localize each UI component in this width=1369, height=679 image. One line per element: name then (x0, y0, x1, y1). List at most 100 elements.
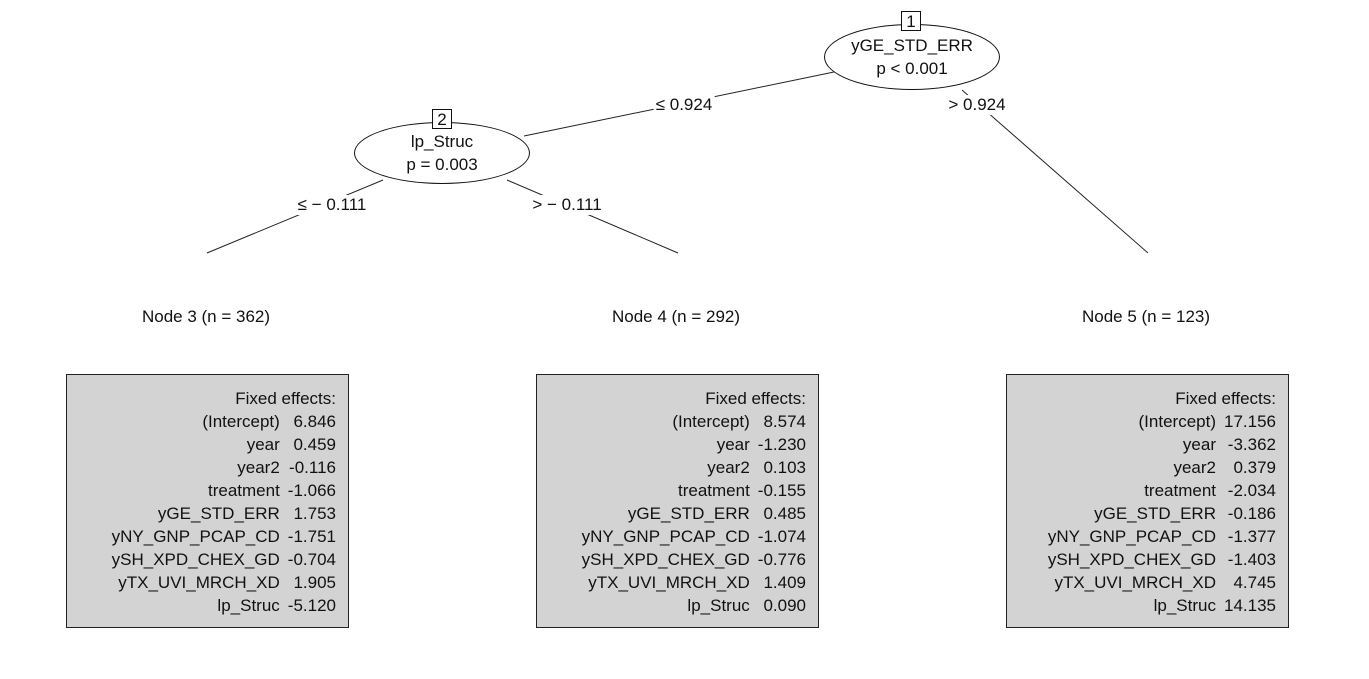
fixed-effects-table: (Intercept) 8.574 year -1.230 year2 0.103 t… (582, 410, 806, 617)
effect-value: -1.230 (757, 435, 806, 454)
split-node-1: yGE_STD_ERR p < 0.001 (824, 24, 1000, 90)
effect-value: -0.186 (1227, 504, 1276, 523)
effect-name: year (716, 435, 750, 454)
effect-value: -0.704 (287, 550, 336, 569)
effect-name: ySH_XPD_CHEX_GD (1047, 550, 1216, 569)
effect-value: -3.362 (1227, 435, 1276, 454)
effect-row: year -3.362 (1048, 433, 1276, 456)
effect-name: lp_Struc (1153, 596, 1216, 615)
effect-name: (Intercept) (672, 412, 750, 431)
effect-value: -1.377 (1227, 527, 1276, 546)
effect-value: 6.846 (293, 412, 336, 431)
effect-row: yGE_STD_ERR -0.186 (1048, 502, 1276, 525)
effect-name: yNY_GNP_PCAP_CD (111, 527, 280, 546)
effect-value: 1.753 (293, 504, 336, 523)
effect-row: lp_Struc -5.120 (112, 594, 336, 617)
effect-name: yGE_STD_ERR (157, 504, 280, 523)
effect-row: yNY_GNP_PCAP_CD -1.377 (1048, 525, 1276, 548)
effect-row: treatment -1.066 (112, 479, 336, 502)
effect-value: 0.485 (763, 504, 806, 523)
node-id-badge: 1 (901, 11, 921, 31)
effect-name: yNY_GNP_PCAP_CD (581, 527, 750, 546)
effect-value: 1.905 (293, 573, 336, 592)
terminal-node-title: Node 5 (n = 123) (1081, 307, 1211, 326)
effect-name: yGE_STD_ERR (627, 504, 750, 523)
effect-name: lp_Struc (687, 596, 750, 615)
effect-value: 14.135 (1224, 596, 1276, 615)
edge-2-to-4 (506, 179, 679, 254)
effect-name: yTX_UVI_MRCH_XD (118, 573, 280, 592)
split-pvalue: p < 0.001 (876, 59, 948, 78)
effect-value: -1.074 (757, 527, 806, 546)
effect-value: -1.066 (287, 481, 336, 500)
effect-row: year2 0.103 (582, 456, 806, 479)
effect-row: (Intercept) 17.156 (1048, 410, 1276, 433)
effect-row: (Intercept) 8.574 (582, 410, 806, 433)
effect-name: year (1182, 435, 1216, 454)
effect-name: yTX_UVI_MRCH_XD (588, 573, 750, 592)
split-node-2: lp_Struc p = 0.003 (354, 122, 530, 184)
effect-row: lp_Struc 0.090 (582, 594, 806, 617)
terminal-node-title: Node 4 (n = 292) (611, 307, 741, 326)
effect-row: year -1.230 (582, 433, 806, 456)
effect-value: -0.776 (757, 550, 806, 569)
effect-row: treatment-2.034 (1048, 479, 1276, 502)
effect-value: -0.155 (757, 481, 806, 500)
effect-name: ySH_XPD_CHEX_GD (581, 550, 750, 569)
effect-name: yTX_UVI_MRCH_XD (1054, 573, 1216, 592)
effect-name: year2 (237, 458, 280, 477)
effect-row: year2 0.379 (1048, 456, 1276, 479)
effect-row: yNY_GNP_PCAP_CD -1.751 (112, 525, 336, 548)
effect-row: yTX_UVI_MRCH_XD 1.409 (582, 571, 806, 594)
edge-label-right: > − 0.111 (530, 195, 604, 215)
effect-value: 0.090 (763, 596, 806, 615)
edge-2-to-3 (206, 179, 384, 254)
effect-name: (Intercept) (1138, 412, 1216, 431)
effect-name: ySH_XPD_CHEX_GD (111, 550, 280, 569)
effect-value: 0.459 (293, 435, 336, 454)
terminal-node-title: Node 3 (n = 362) (141, 307, 271, 326)
effect-value: 0.379 (1233, 458, 1276, 477)
effect-name: treatment (207, 481, 280, 500)
effect-value: 0.103 (763, 458, 806, 477)
fixed-effects-box-node-5: Fixed effects: (Intercept) 17.156 year -3.… (1006, 374, 1289, 628)
effect-row: yNY_GNP_PCAP_CD -1.074 (582, 525, 806, 548)
effect-row: (Intercept) 6.846 (112, 410, 336, 433)
edge-label-right: > 0.924 (946, 95, 1008, 115)
effect-name: (Intercept) (202, 412, 280, 431)
split-pvalue: p = 0.003 (406, 155, 478, 174)
fixed-effects-header: Fixed effects: (1175, 389, 1276, 408)
effect-name: year2 (707, 458, 750, 477)
effect-row: ySH_XPD_CHEX_GD -0.704 (112, 548, 336, 571)
effect-value: -2.034 (1227, 481, 1276, 500)
effect-value: 1.409 (763, 573, 806, 592)
effect-value: 4.745 (1233, 573, 1276, 592)
effect-value: -0.116 (289, 458, 336, 477)
split-variable: yGE_STD_ERR (851, 36, 973, 55)
effect-value: -1.403 (1227, 550, 1276, 569)
effect-name: yNY_GNP_PCAP_CD (1047, 527, 1216, 546)
edge-1-to-5 (961, 89, 1149, 254)
effect-name: treatment (677, 481, 750, 500)
fixed-effects-box-node-4: Fixed effects: (Intercept) 8.574 year -1.2… (536, 374, 819, 628)
fixed-effects-header: Fixed effects: (235, 389, 336, 408)
node-id-badge: 2 (432, 109, 452, 129)
effect-row: lp_Struc 14.135 (1048, 594, 1276, 617)
effect-value: 17.156 (1224, 412, 1276, 431)
effect-name: yGE_STD_ERR (1094, 504, 1216, 523)
effect-row: ySH_XPD_CHEX_GD -0.776 (582, 548, 806, 571)
edge-label-left: ≤ 0.924 (653, 95, 715, 115)
effect-value: -5.120 (287, 596, 336, 615)
effect-name: lp_Struc (217, 596, 280, 615)
effect-value: -1.751 (287, 527, 336, 546)
effect-name: year2 (1173, 458, 1216, 477)
effect-row: yGE_STD_ERR 0.485 (582, 502, 806, 525)
effect-row: ySH_XPD_CHEX_GD -1.403 (1048, 548, 1276, 571)
effect-value: 8.574 (763, 412, 806, 431)
effect-row: treatment -0.155 (582, 479, 806, 502)
fixed-effects-header: Fixed effects: (705, 389, 806, 408)
split-variable: lp_Struc (410, 132, 474, 151)
